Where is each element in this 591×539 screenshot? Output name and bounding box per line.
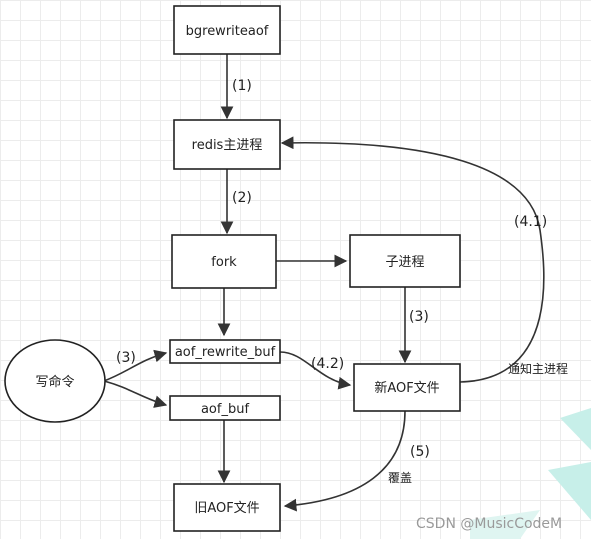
- edge-rewritebuf-to-newaof: [279, 351, 352, 390]
- edge-newaof-to-redis: [280, 136, 545, 383]
- node-fork-label: fork: [211, 255, 237, 270]
- edge-label-step3-write: (3): [116, 350, 136, 366]
- arrow-5: [283, 410, 406, 512]
- arrow-3-write-rewritebuf: [103, 349, 168, 382]
- edge-newaof-to-oldaof: [283, 410, 406, 512]
- node-redis-main: redis主进程: [173, 119, 281, 170]
- teal-decoration: [470, 408, 591, 539]
- node-aof-rewrite-buf: aof_rewrite_buf: [169, 339, 281, 364]
- node-write-command-label: 写命令: [35, 374, 74, 390]
- node-child-process: 子进程: [349, 234, 461, 288]
- edge-write-to-aofbuf: [103, 380, 168, 408]
- edge-label-step1: (1): [232, 78, 252, 94]
- node-fork: fork: [171, 234, 277, 289]
- edge-label-step2: (2): [232, 190, 252, 206]
- node-bgrewriteaof: bgrewriteaof: [173, 5, 281, 55]
- teal-triangle-top: [560, 408, 591, 450]
- arrow-4-1: [280, 136, 545, 383]
- node-write-command: 写命令: [4, 339, 106, 423]
- edge-label-cover: 覆盖: [388, 471, 412, 485]
- arrow-4-2: [279, 351, 352, 390]
- node-child-process-label: 子进程: [385, 255, 424, 270]
- teal-triangle-bottom: [470, 510, 540, 539]
- node-aof-buf: aof_buf: [169, 395, 281, 421]
- edge-label-step3-child: (3): [409, 309, 429, 325]
- edge-label-step5: (5): [410, 444, 430, 460]
- node-old-aof-file: 旧AOF文件: [173, 483, 281, 532]
- edge-write-to-rewritebuf: [103, 349, 168, 382]
- edge-label-step4-1: (4.1): [514, 214, 547, 230]
- node-redis-main-label: redis主进程: [192, 138, 263, 153]
- node-bgrewriteaof-label: bgrewriteaof: [186, 24, 269, 39]
- node-aof-rewrite-buf-label: aof_rewrite_buf: [175, 345, 276, 360]
- csdn-watermark: CSDN @MusicCodeM: [416, 516, 562, 532]
- node-new-aof-file-label: 新AOF文件: [374, 380, 439, 396]
- node-aof-buf-label: aof_buf: [201, 402, 249, 417]
- arrow-write-aofbuf: [103, 380, 168, 408]
- node-old-aof-file-label: 旧AOF文件: [194, 501, 259, 516]
- edge-label-step4-2: (4.2): [311, 356, 344, 372]
- teal-triangle-mid: [548, 462, 591, 520]
- node-new-aof-file: 新AOF文件: [353, 363, 461, 412]
- edge-label-notify-main: 通知主进程: [508, 361, 568, 376]
